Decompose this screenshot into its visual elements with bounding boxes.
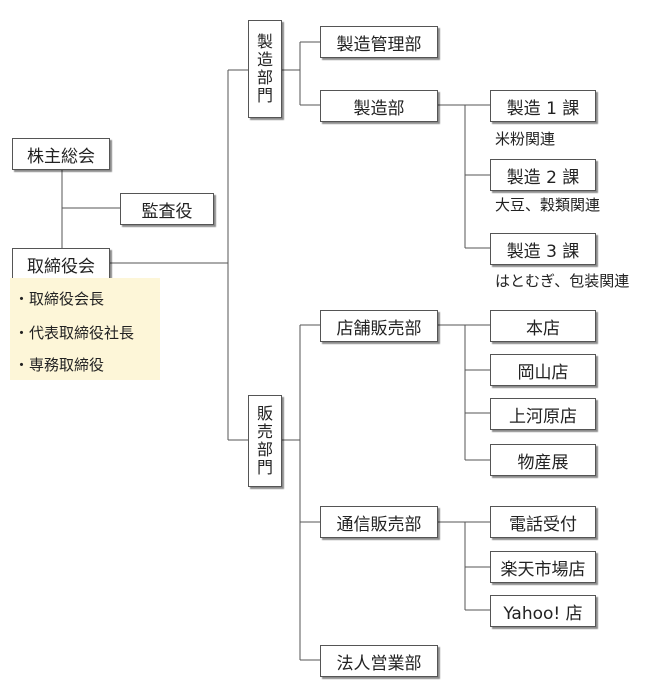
mfg-section-3-box: 製造 3 課 [490, 233, 596, 265]
officers-panel: ・取締役会長 ・代表取締役社長 ・専務取締役 [10, 278, 160, 380]
sales-division-box: 販 売 部 門 [248, 395, 282, 487]
okayama-store-box: 岡山店 [490, 354, 596, 386]
mfg-dept-box: 製造部 [320, 90, 438, 122]
sales-division-char: 売 [256, 422, 273, 441]
mfg-section-1-box: 製造 1 課 [490, 90, 596, 122]
mfg-management-box: 製造管理部 [320, 26, 438, 58]
main-store-box: 本店 [490, 310, 596, 342]
mfg-section-1-note: 米粉関連 [495, 130, 556, 148]
officer-president: ・代表取締役社長 [14, 324, 135, 342]
sales-division-char: 部 [256, 440, 273, 459]
phone-orders-box: 電話受付 [490, 506, 596, 538]
rakuten-store-box: 楽天市場店 [490, 551, 596, 583]
board-box: 取締役会 [12, 248, 110, 280]
exhibition-box: 物産展 [490, 444, 596, 476]
auditor-box: 監査役 [120, 193, 214, 225]
manufacturing-division-char: 造 [256, 50, 273, 69]
yahoo-store-box: Yahoo! 店 [490, 595, 596, 627]
kamigawara-store-box: 上河原店 [490, 398, 596, 430]
shareholders-box: 株主総会 [12, 138, 110, 170]
manufacturing-division-char: 門 [256, 86, 273, 105]
sales-division-char: 販 [256, 404, 273, 423]
mail-sales-box: 通信販売部 [320, 506, 438, 538]
manufacturing-division-box: 製 造 部 門 [248, 20, 282, 118]
sales-division-char: 門 [256, 458, 273, 477]
manufacturing-division-char: 部 [256, 68, 273, 87]
manufacturing-division-char: 製 [256, 32, 273, 51]
mfg-section-3-note: はとむぎ、包装関連 [495, 272, 630, 290]
corporate-sales-box: 法人営業部 [320, 645, 438, 677]
officer-chairman: ・取締役会長 [14, 290, 105, 308]
officer-senior-director: ・専務取締役 [14, 356, 105, 374]
mfg-section-2-box: 製造 2 課 [490, 159, 596, 191]
store-sales-box: 店舗販売部 [320, 310, 438, 342]
mfg-section-2-note: 大豆、穀類関連 [495, 196, 601, 214]
